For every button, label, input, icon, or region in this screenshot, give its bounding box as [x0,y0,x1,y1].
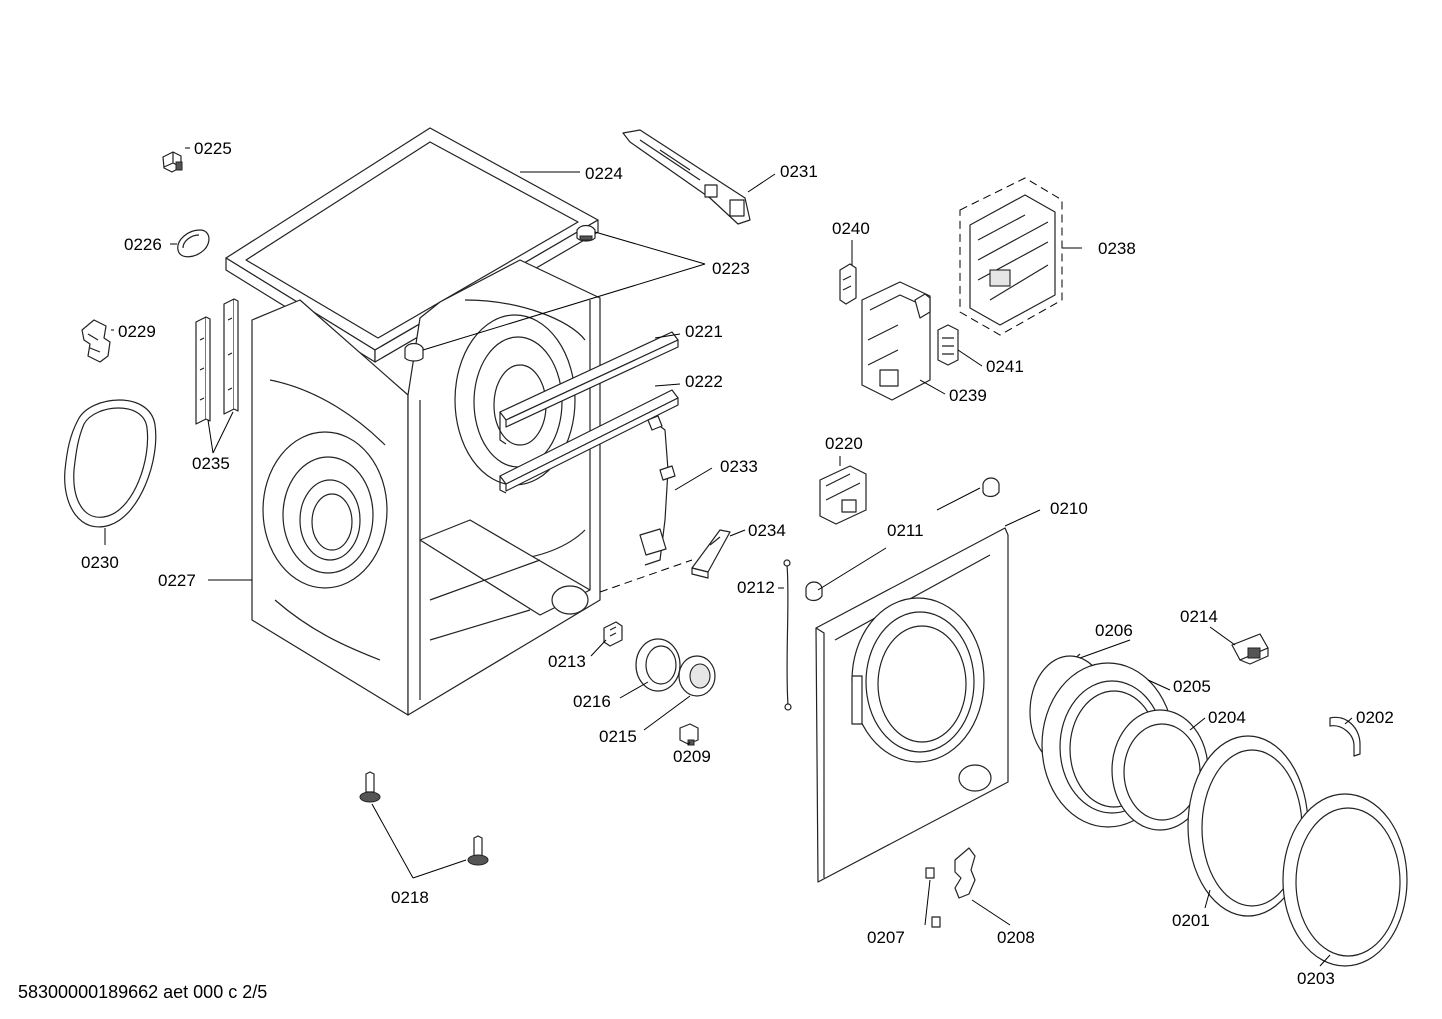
label-0227: 0227 [158,571,196,590]
assembly-line-dashed [599,559,693,593]
label-0220: 0220 [825,434,863,453]
part-0227-drawing [251,259,601,716]
part-0239-drawing [861,281,931,401]
part-0225-drawing [162,151,183,173]
part-0223-drawing [404,224,596,362]
label-0206: 0206 [1095,621,1133,640]
label-0207: 0207 [867,928,905,947]
part-0215-drawing [678,655,716,697]
part-0209-drawing [679,723,699,746]
part-0213-drawing [603,621,623,647]
label-0222: 0222 [685,372,723,391]
part-0208-drawing [954,847,976,899]
label-0214: 0214 [1180,607,1218,626]
label-0201: 0201 [1172,911,1210,930]
label-0235: 0235 [192,454,230,473]
part-0233-drawing [639,415,676,566]
part-0241-drawing [937,324,959,366]
document-id: 58300000189662 aet 000 c 2/5 [18,982,267,1002]
label-0211: 0211 [887,521,924,540]
label-0231: 0231 [780,162,818,181]
part-0210-drawing [815,527,1009,883]
label-0221: 0221 [685,322,723,341]
part-0238-drawing [959,177,1063,336]
label-0218: 0218 [391,888,429,907]
label-0202: 0202 [1356,708,1394,727]
part-0204-drawing [1111,709,1209,831]
label-0239: 0239 [949,386,987,405]
part-0218-drawing [359,771,489,866]
part-0226-drawing [177,229,210,258]
label-0230: 0230 [81,553,119,572]
part-0231-drawing [622,129,751,225]
label-0234: 0234 [748,521,786,540]
label-0224: 0224 [585,164,623,183]
part-0203-drawing [1282,793,1408,967]
label-0215: 0215 [599,727,637,746]
label-0205: 0205 [1173,677,1211,696]
label-0240: 0240 [832,219,870,238]
label-0204: 0204 [1208,708,1246,727]
label-0212: 0212 [737,578,775,597]
part-labels: 0225 0224 0231 0240 0226 0238 0223 0229 … [81,139,1394,988]
label-0213: 0213 [548,652,586,671]
part-0216-drawing [635,638,681,692]
part-0240-drawing [839,263,857,305]
label-0229: 0229 [118,322,156,341]
label-0203: 0203 [1297,969,1335,988]
label-0238: 0238 [1098,239,1136,258]
label-0223: 0223 [712,259,750,278]
label-0210: 0210 [1050,499,1088,518]
label-0209: 0209 [673,747,711,766]
part-0222-drawing [499,389,679,494]
label-0241: 0241 [986,357,1024,376]
part-0221-drawing [499,331,679,445]
leader-lines [104,147,1353,967]
label-0226: 0226 [124,235,162,254]
label-0225: 0225 [194,139,232,158]
part-0214-drawing [1231,633,1269,665]
label-0233: 0233 [720,457,758,476]
part-0212-drawing [783,559,792,711]
part-0229-drawing [81,319,111,363]
part-0235-drawing [195,298,239,425]
part-0202-drawing [1329,716,1361,757]
label-0216: 0216 [573,692,611,711]
part-0220-drawing [819,465,867,525]
label-0208: 0208 [997,928,1035,947]
part-0211-drawing [805,477,1000,602]
part-0207-drawing [925,867,941,928]
part-0234-drawing [691,529,731,579]
part-0230-drawing [64,399,157,528]
